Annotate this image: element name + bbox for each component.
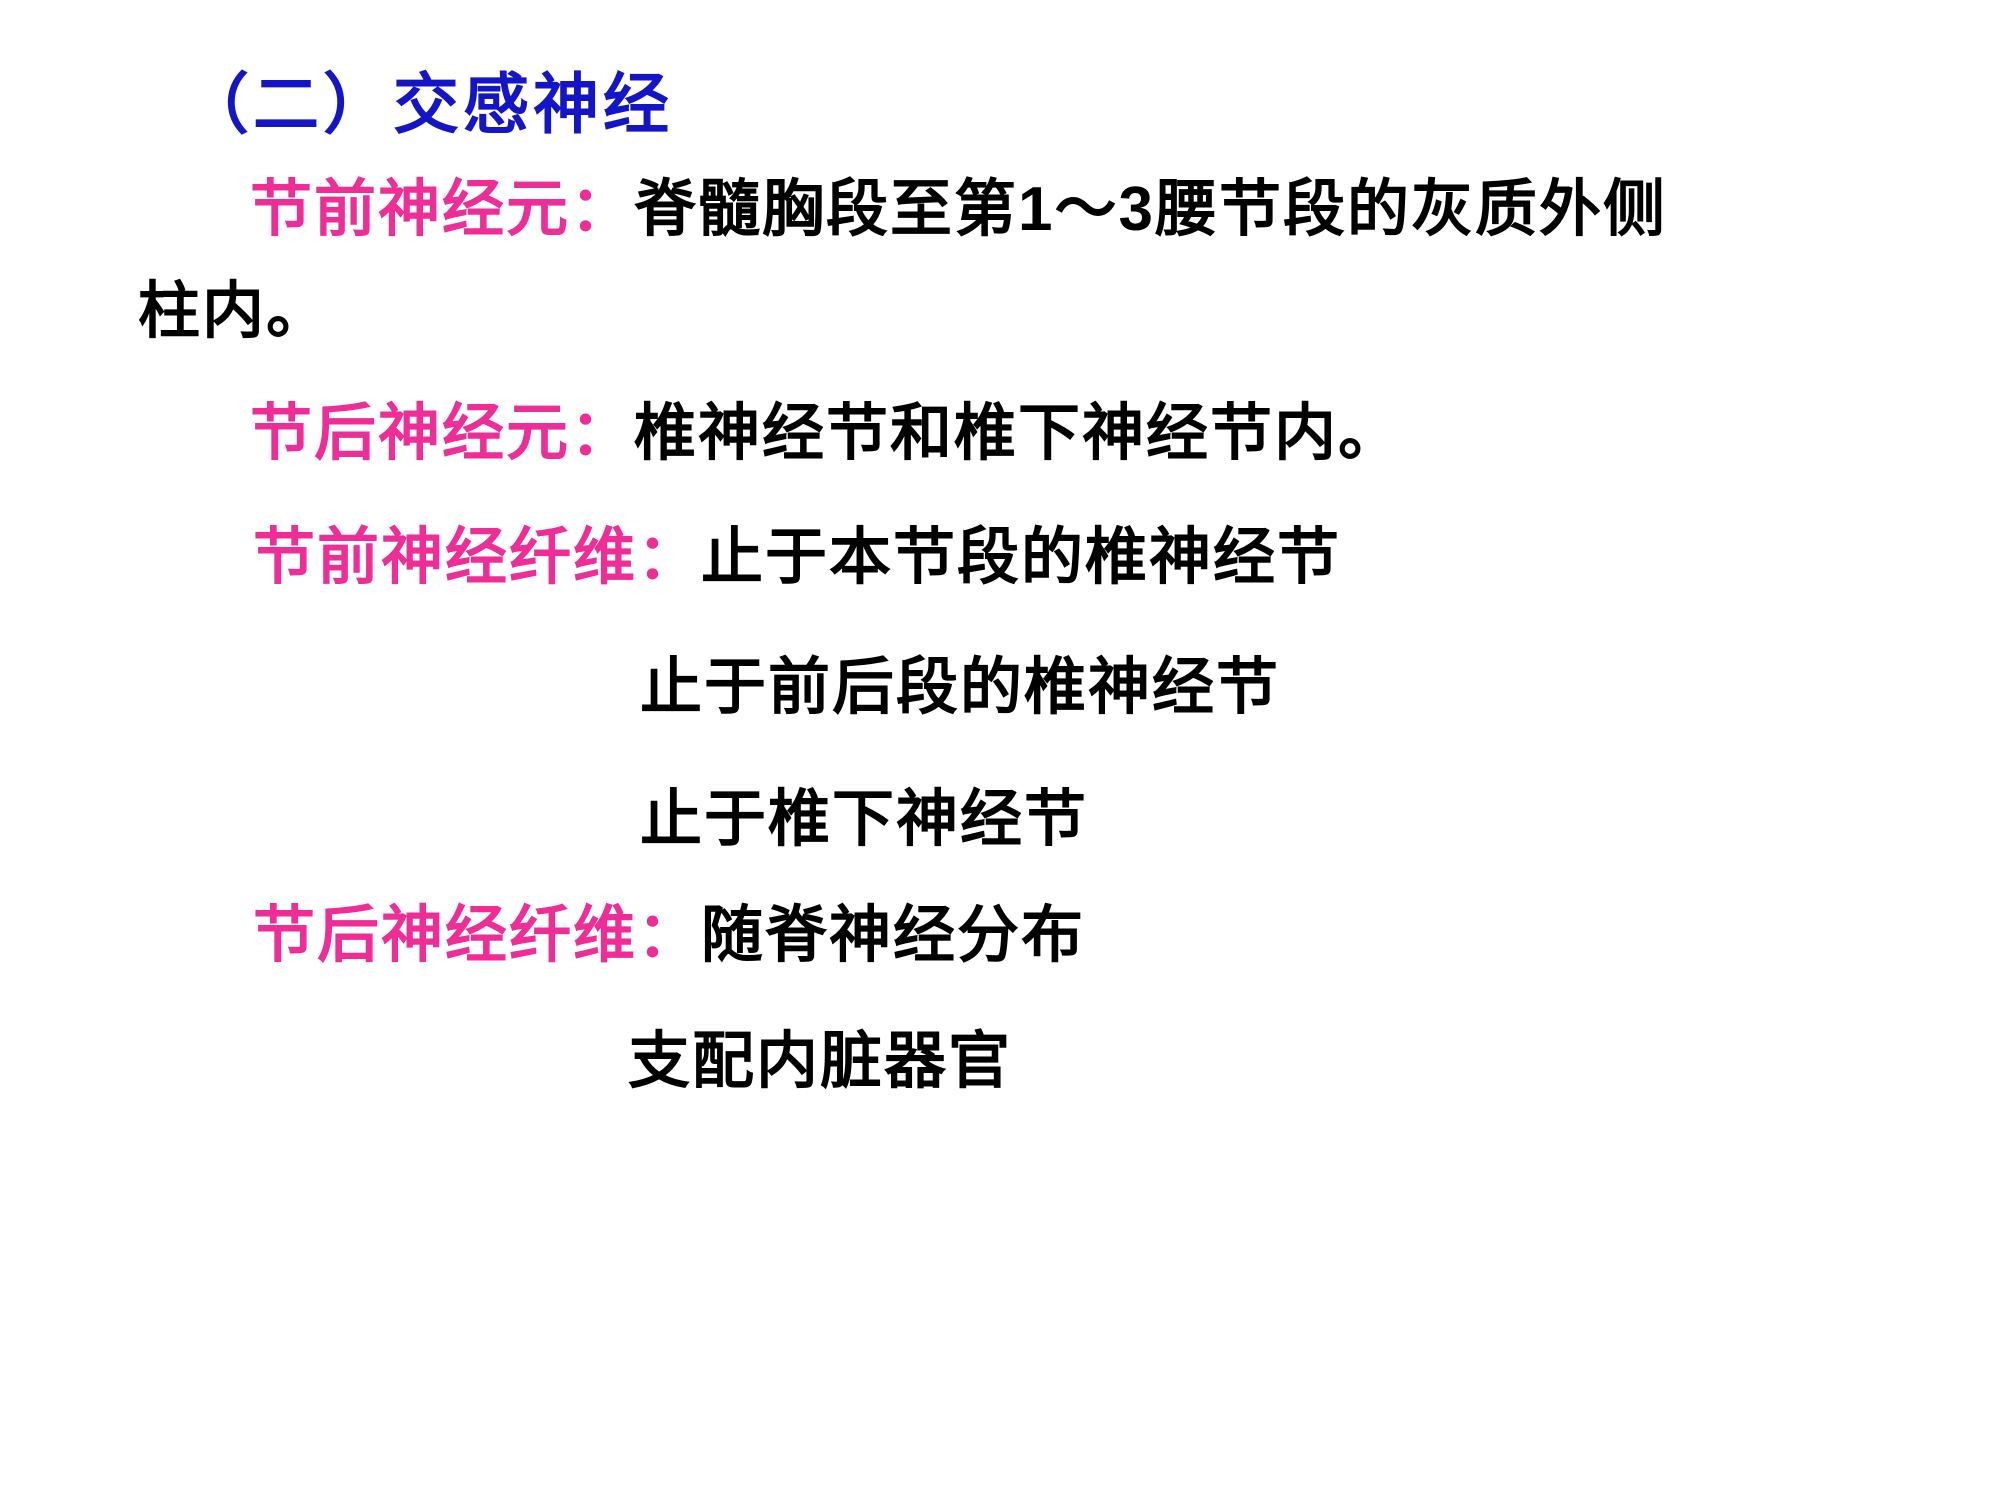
- section-preganglionic-neuron: 节前神经元：脊髓胸段至第1～3腰节段的灰质外侧: [250, 175, 1667, 244]
- section-preganglionic-neuron-text-continuation: 柱内。: [138, 277, 331, 346]
- section-postganglionic-neuron-label: 节后神经元：: [250, 399, 635, 468]
- section-preganglionic-fibers-label: 节前神经纤维：: [253, 523, 702, 592]
- section-preganglionic-fibers-text: 止于本节段的椎神经节: [701, 523, 1342, 592]
- section-preganglionic-fibers-subitem-2: 止于椎下神经节: [640, 785, 1089, 854]
- section-postganglionic-fibers-label: 节后神经纤维：: [253, 901, 702, 970]
- section-postganglionic-neuron-text: 椎神经节和椎下神经节内。: [634, 399, 1403, 468]
- section-postganglionic-neuron: 节后神经元：椎神经节和椎下神经节内。: [250, 399, 1403, 468]
- section-postganglionic-fibers-subitem-1: 支配内脏器官: [628, 1027, 1013, 1096]
- section-preganglionic-fibers-subitem-1: 止于前后段的椎神经节: [640, 653, 1281, 722]
- section-postganglionic-fibers-text: 随脊神经分布: [701, 901, 1086, 970]
- section-preganglionic-neuron-label: 节前神经元：: [250, 175, 635, 244]
- section-preganglionic-fibers: 节前神经纤维：止于本节段的椎神经节: [253, 523, 1342, 592]
- slide-title: （二）交感神经: [183, 67, 673, 141]
- section-postganglionic-fibers: 节后神经纤维：随脊神经分布: [253, 901, 1086, 970]
- section-preganglionic-neuron-text: 脊髓胸段至第1～3腰节段的灰质外侧: [634, 175, 1667, 244]
